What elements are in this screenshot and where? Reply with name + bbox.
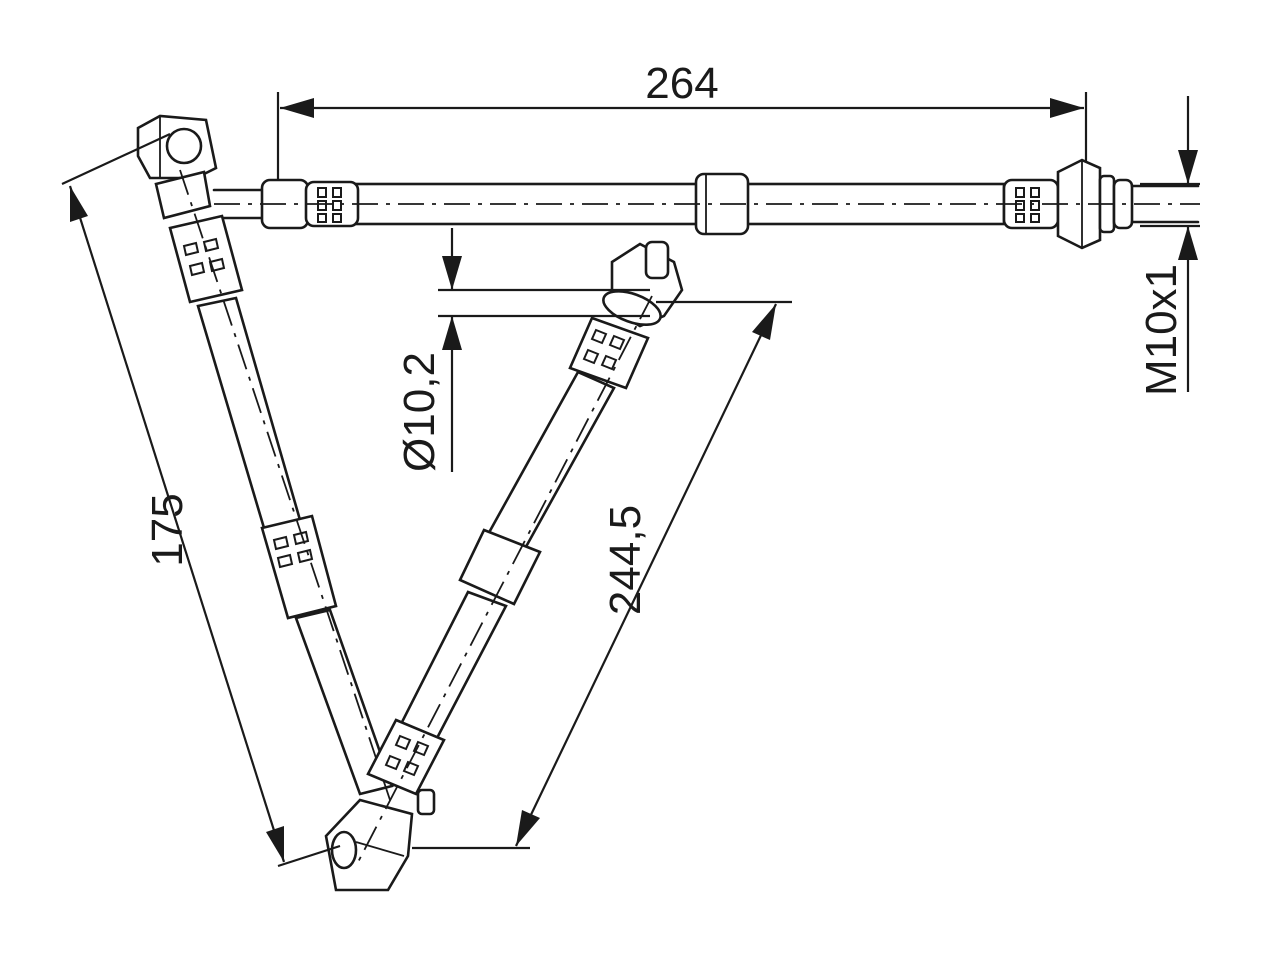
left-hose [136,114,394,801]
dimension-left-length [61,133,341,868]
dimension-label-175: 175 [143,493,192,566]
dimension-diagonal-length [412,300,792,850]
dimension-label-diameter: Ø10,2 [395,352,444,472]
dimension-thread [1140,96,1200,392]
top-hose [212,158,1200,250]
dimension-diameter [438,228,650,472]
dimension-label-264: 264 [645,59,718,108]
dimension-label-thread: M10x1 [1137,264,1186,396]
right-hose [324,240,684,892]
dimension-label-244-5: 244,5 [601,505,650,615]
dimension-top-length [276,92,1088,180]
